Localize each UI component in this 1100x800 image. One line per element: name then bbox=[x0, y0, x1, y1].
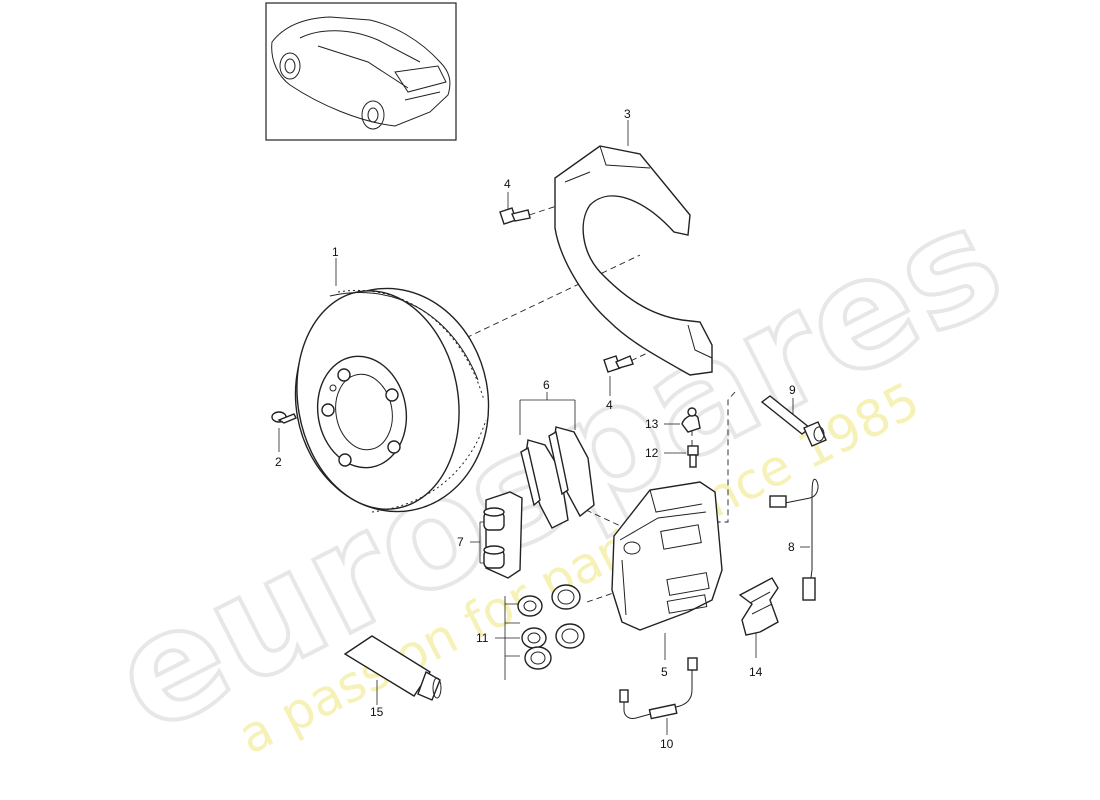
bolt-icon bbox=[499, 207, 531, 225]
callout-5: 5 bbox=[661, 665, 668, 679]
callout-15: 15 bbox=[370, 705, 384, 719]
pad-pin-icon bbox=[483, 491, 523, 579]
callout-4-top: 4 bbox=[504, 177, 511, 191]
callout-7: 7 bbox=[457, 535, 464, 549]
callout-1: 1 bbox=[332, 245, 339, 259]
brake-pad-icon bbox=[520, 426, 595, 529]
callout-2: 2 bbox=[275, 455, 282, 469]
wear-sensor-icon bbox=[769, 478, 819, 601]
car-overview-icon bbox=[271, 16, 451, 130]
caliper-bolt-icon bbox=[760, 395, 827, 447]
callout-10: 10 bbox=[660, 737, 674, 751]
car-thumbnail bbox=[265, 2, 457, 141]
callout-9: 9 bbox=[789, 383, 796, 397]
callout-13: 13 bbox=[645, 417, 659, 431]
callouts: 1 2 3 4 4 5 6 7 8 9 10 11 12 13 14 15 bbox=[275, 107, 796, 751]
bleed-cap-icon bbox=[681, 407, 701, 433]
callout-6: 6 bbox=[543, 378, 550, 392]
spring-clip-icon bbox=[738, 577, 779, 636]
grease-tube-icon bbox=[343, 635, 442, 701]
callout-12: 12 bbox=[645, 446, 659, 460]
splash-shield-icon bbox=[554, 145, 713, 376]
brake-disc-icon bbox=[294, 287, 490, 513]
brake-caliper-icon bbox=[611, 481, 723, 631]
leader-lines bbox=[278, 120, 810, 735]
callout-4-bottom: 4 bbox=[606, 398, 613, 412]
piston-seal-icon bbox=[517, 584, 585, 670]
bolt-icon bbox=[603, 355, 634, 373]
screw-icon bbox=[271, 411, 297, 424]
callout-8: 8 bbox=[788, 540, 795, 554]
callout-3: 3 bbox=[624, 107, 631, 121]
callout-14: 14 bbox=[749, 665, 763, 679]
bleed-valve-icon bbox=[687, 445, 699, 468]
brake-hose-icon bbox=[619, 657, 698, 720]
callout-11: 11 bbox=[476, 631, 489, 645]
